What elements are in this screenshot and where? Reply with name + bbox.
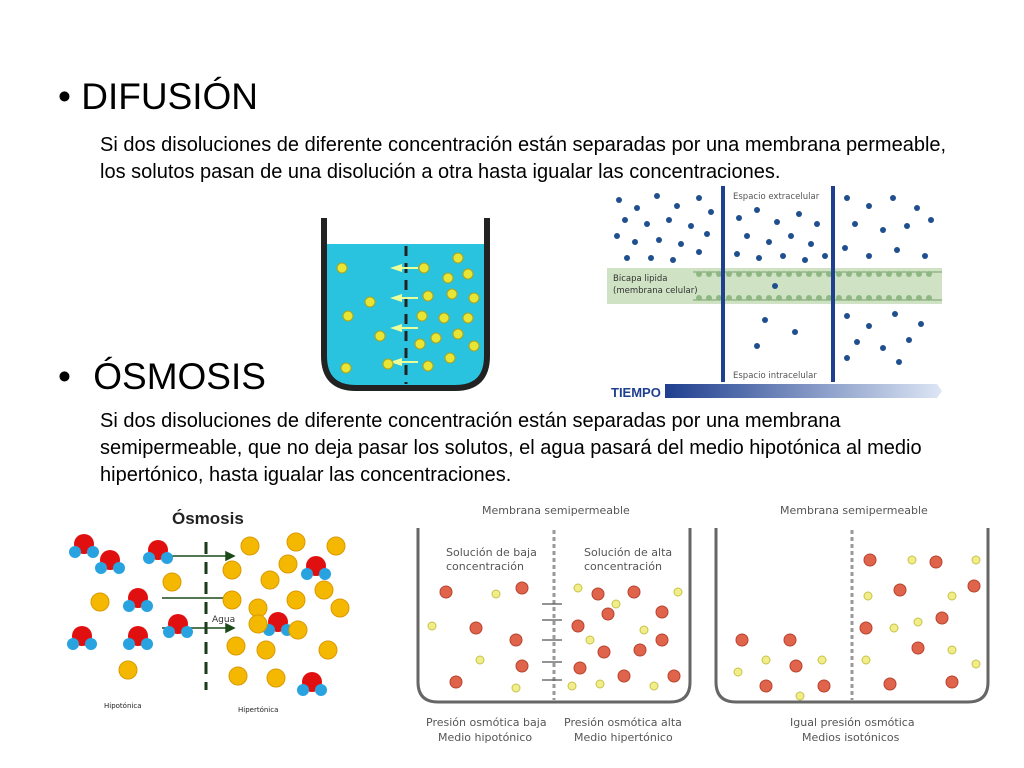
bullet-osmosis: • ÓSMOSIS bbox=[58, 356, 266, 397]
hypertonic-label: Hipertónica bbox=[238, 706, 278, 714]
membrane-label-2: Membrana semipermeable bbox=[780, 504, 928, 517]
beaker-left bbox=[416, 528, 692, 704]
isotonic-label: Medios isotónicos bbox=[802, 731, 900, 744]
intracellular-label: Espacio intracelular bbox=[733, 371, 817, 381]
bilayer-label-2: (membrana celular) bbox=[613, 286, 698, 296]
diffusion-beaker-figure bbox=[321, 218, 490, 391]
time-arrow bbox=[665, 384, 942, 398]
high-conc-label-2: concentración bbox=[584, 560, 662, 573]
water-label: Agua bbox=[212, 615, 235, 625]
beaker-arrows bbox=[542, 603, 562, 681]
low-pressure-label: Presión osmótica baja bbox=[426, 716, 547, 729]
membrane-particles bbox=[614, 193, 934, 365]
beaker-right bbox=[714, 528, 990, 704]
membrane-label-1: Membrana semipermeable bbox=[482, 504, 630, 517]
time-label: TIEMPO bbox=[611, 385, 661, 400]
high-medium-label: Medio hipertónico bbox=[574, 731, 673, 744]
beaker-outline bbox=[321, 218, 490, 391]
solute-molecules bbox=[90, 532, 350, 688]
small-solutes bbox=[427, 555, 981, 701]
large-solutes bbox=[439, 553, 981, 693]
high-conc-label-1: Solución de alta bbox=[584, 546, 672, 559]
heading-osmosis: ÓSMOSIS bbox=[93, 356, 266, 397]
hypotonic-label: Hipotónica bbox=[104, 702, 141, 710]
text-osmosis: Si dos disoluciones de diferente concent… bbox=[100, 410, 922, 486]
osmosis-figure-title: Ósmosis bbox=[172, 509, 244, 528]
water-molecules bbox=[67, 534, 331, 696]
low-conc-label-1: Solución de baja bbox=[446, 546, 537, 559]
text-difusion: Si dos disoluciones de diferente concent… bbox=[100, 134, 947, 183]
equal-pressure-label: Igual presión osmótica bbox=[790, 716, 915, 729]
low-conc-label-2: concentración bbox=[446, 560, 524, 573]
osmotic-pressure-figure: Membrana semipermeable Membrana semiperm… bbox=[416, 504, 990, 744]
high-pressure-label: Presión osmótica alta bbox=[564, 716, 682, 729]
bilayer-label-1: Bicapa lipida bbox=[613, 274, 667, 284]
osmosis-molecules-figure: Ósmosis Agua Hipotónica Hipertónica bbox=[67, 509, 350, 714]
heading-difusion: DIFUSIÓN bbox=[81, 76, 259, 117]
bullet-difusion: • DIFUSIÓN bbox=[58, 76, 259, 117]
diffusion-arrows bbox=[390, 264, 418, 366]
extracellular-label: Espacio extracelular bbox=[733, 192, 820, 202]
diffusion-solute-particles bbox=[336, 252, 480, 374]
membrane-time-figure: Espacio extracelular Bicapa lipida (memb… bbox=[607, 186, 942, 400]
low-medium-label: Medio hipotónico bbox=[438, 731, 532, 744]
